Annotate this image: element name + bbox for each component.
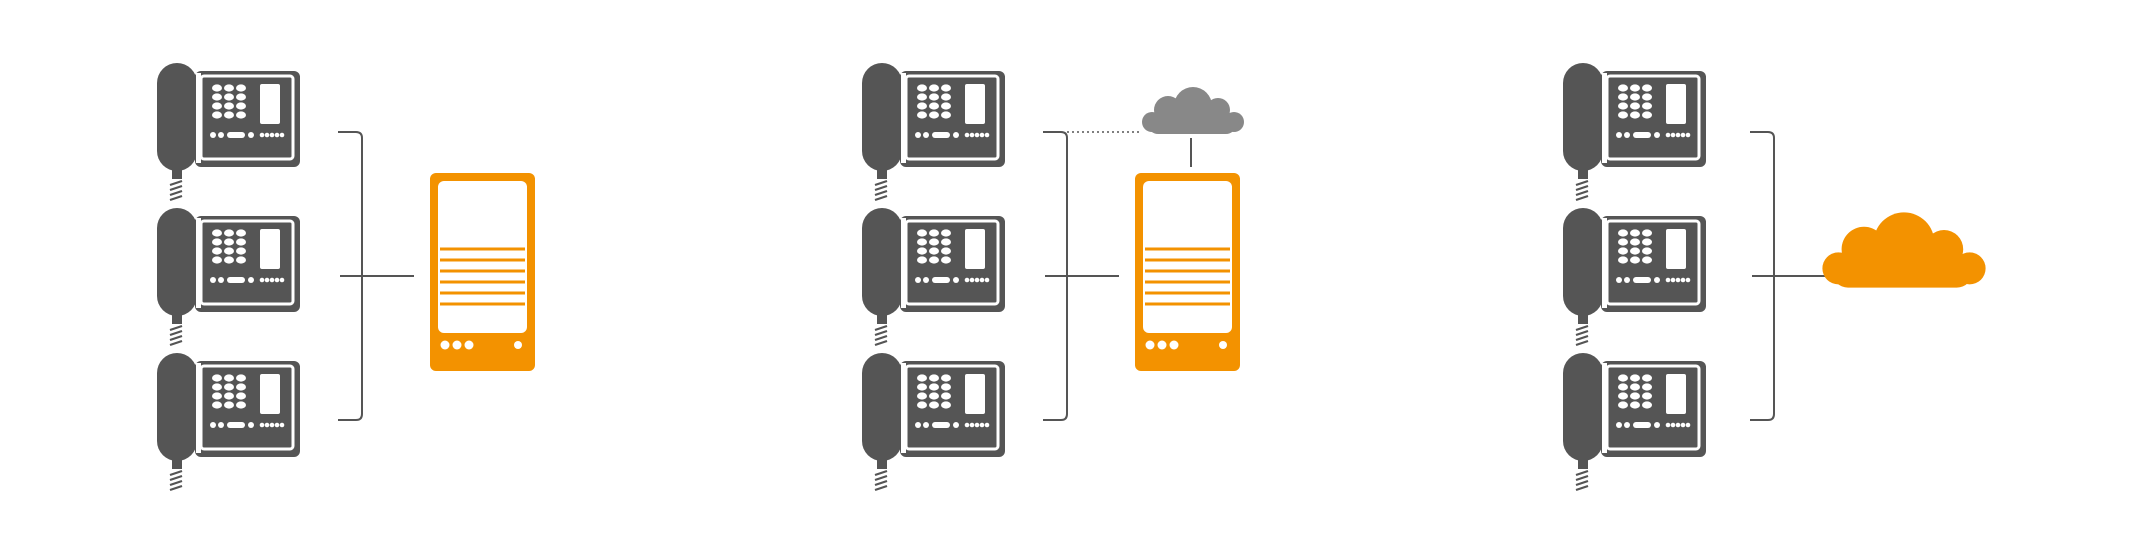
pbx-server-icon: [428, 171, 537, 373]
desk-phone-icon: [155, 351, 302, 492]
desk-phone-icon: [155, 61, 302, 202]
pbx-server-icon: [1133, 171, 1242, 373]
cloud-icon: [1142, 87, 1244, 134]
desk-phone-icon: [860, 206, 1007, 347]
cloud-icon: [1822, 212, 1986, 288]
scenario-hybrid: [860, 61, 1244, 492]
desk-phone-icon: [860, 351, 1007, 492]
desk-phone-icon: [1561, 351, 1708, 492]
scenario-cloud: [1561, 61, 1986, 492]
scenario-on-premise: [155, 61, 537, 492]
desk-phone-icon: [860, 61, 1007, 202]
desk-phone-icon: [1561, 206, 1708, 347]
desk-phone-icon: [1561, 61, 1708, 202]
desk-phone-icon: [155, 206, 302, 347]
